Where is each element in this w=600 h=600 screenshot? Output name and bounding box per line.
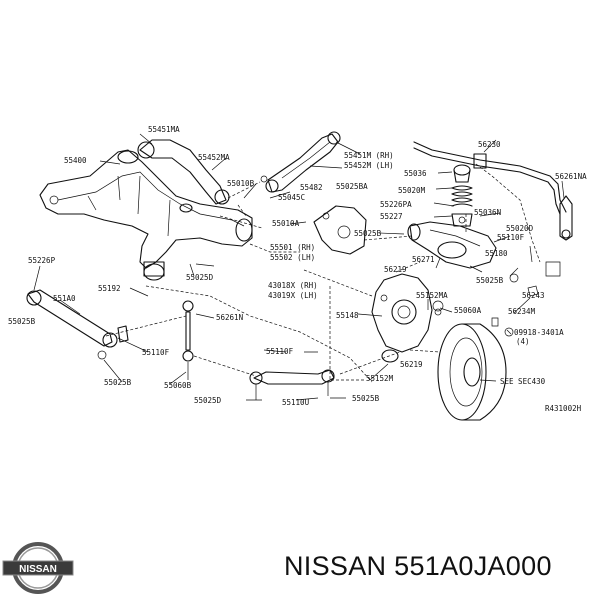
part-label: 55192 — [98, 284, 121, 293]
part-label: 551A0 — [53, 294, 76, 303]
part-label: (4) — [516, 337, 530, 346]
part-label: 56261NA — [555, 172, 587, 181]
part-label: 55020D — [506, 224, 534, 233]
lower-arm-drawing — [407, 221, 497, 269]
part-label: 09918-3401A — [514, 328, 564, 337]
part-label: 55110U — [282, 398, 309, 407]
part-label: 55180 — [485, 249, 508, 258]
part-label: 55226PA — [380, 200, 412, 209]
part-label: 55110F — [497, 233, 525, 242]
part-label: 56261N — [216, 313, 243, 322]
part-label: 55152M — [366, 374, 394, 383]
part-label: 55452MA — [198, 153, 230, 162]
brake-disc-drawing — [432, 300, 507, 421]
part-number-footer: NISSAN 551A0JA000 — [284, 551, 552, 581]
part-label: 55110F — [142, 348, 170, 357]
part-label: 55451MA — [148, 125, 180, 134]
part-label: 56271 — [412, 255, 435, 264]
part-label: 55110F — [266, 347, 294, 356]
part-label: 55025B — [104, 378, 132, 387]
part-label: 55010B — [227, 179, 255, 188]
bolts-drawing — [195, 245, 561, 401]
part-label: 56243 — [522, 291, 545, 300]
part-label: 55501 (RH) — [270, 243, 315, 252]
spring-seat-drawing — [451, 164, 473, 227]
marker-symbols — [504, 327, 514, 337]
part-label: 55020M — [398, 186, 426, 195]
part-label: 55502 (LH) — [270, 253, 315, 262]
part-label: 55152MA — [416, 291, 448, 300]
svg-text:NISSAN: NISSAN — [19, 564, 57, 575]
part-label: 43019X (LH) — [268, 291, 318, 300]
part-label: 55025B — [8, 317, 36, 326]
subframe-drawing — [39, 149, 253, 281]
part-label: 55400 — [64, 156, 87, 165]
bracket-drawing — [313, 205, 367, 255]
part-labels: 55451MA 55400 55452MA 55010B 55451M (RH)… — [8, 125, 587, 413]
part-label: 56219 — [400, 360, 423, 369]
part-label: 55025B — [354, 229, 382, 238]
stabilizer-link-drawing — [182, 300, 194, 380]
part-label: 55451M (RH) — [344, 151, 394, 160]
part-label: 55036N — [474, 208, 501, 217]
part-label: 56230 — [478, 140, 501, 149]
part-label: 55025BA — [336, 182, 368, 191]
part-label: 55025D — [186, 273, 214, 282]
lateral-link-left-drawing — [26, 289, 129, 360]
nissan-logo: NISSAN — [2, 542, 74, 594]
part-label: 56234M — [508, 307, 536, 316]
part-label: 55045C — [278, 193, 305, 202]
leader-lines — [33, 133, 565, 401]
part-label: 55148 — [336, 311, 359, 320]
part-label: 55227 — [380, 212, 403, 221]
knuckle-drawing — [371, 273, 433, 363]
part-label: 55010A — [272, 219, 300, 228]
part-label: 56219 — [384, 265, 407, 274]
stabilizer-bar-drawing — [413, 141, 573, 241]
lower-rear-link-drawing — [249, 369, 335, 400]
upper-link-right-drawing — [265, 131, 341, 193]
part-label: SEE SEC430 — [500, 377, 546, 386]
part-label: 55482 — [300, 183, 323, 192]
part-label: 43018X (RH) — [268, 281, 318, 290]
part-label: 55452M (LH) — [344, 161, 394, 170]
diagram-code: R431002H — [545, 404, 582, 413]
part-label: 55025B — [352, 394, 380, 403]
part-label: 55060B — [164, 381, 192, 390]
part-label: 55025B — [476, 276, 504, 285]
part-label: 55025D — [194, 396, 222, 405]
part-label: 55060A — [454, 306, 482, 315]
part-label: 55036 — [404, 169, 427, 178]
upper-link-left-drawing — [137, 139, 268, 217]
part-label: 55226P — [28, 256, 56, 265]
